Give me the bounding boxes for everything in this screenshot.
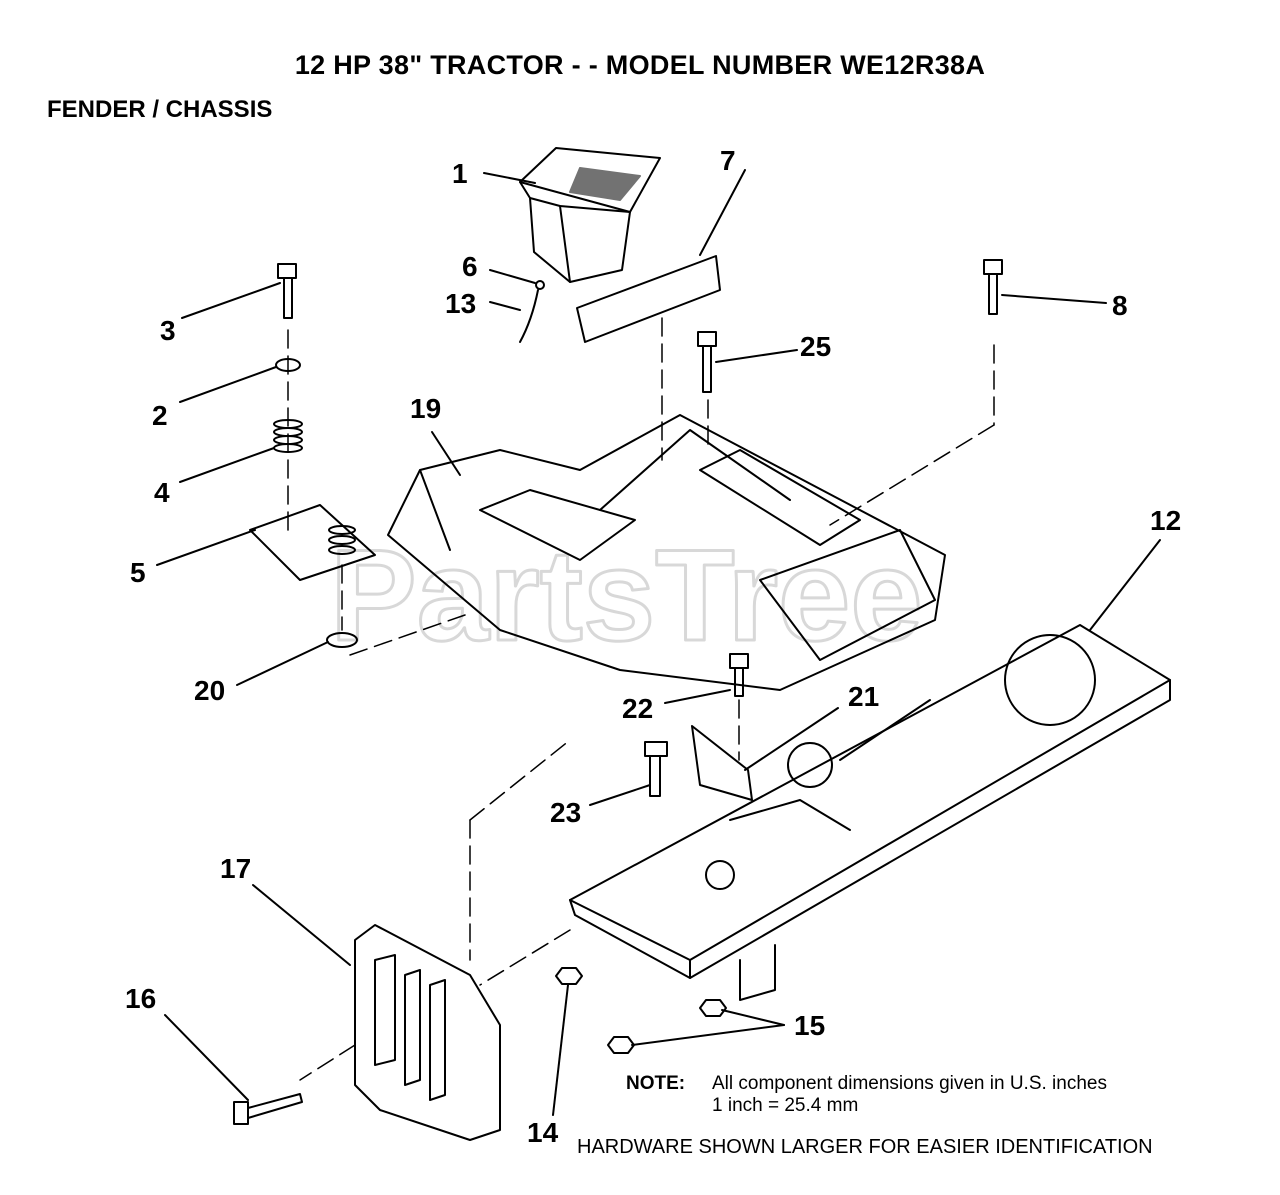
part-4-spring [273,419,356,555]
callout-21: 21 [848,681,879,712]
part-13-wire [519,289,539,343]
part-12-chassis [569,624,1171,1001]
note-line-1: All component dimensions given in U.S. i… [712,1073,1107,1094]
part-17-plate [354,924,501,1141]
callout-7: 7 [720,145,736,176]
hardware-note: HARDWARE SHOWN LARGER FOR EASIER IDENTIF… [577,1136,1153,1158]
diagram-subtitle: FENDER / CHASSIS [47,96,273,123]
part-6-clip [535,280,545,290]
diagram-title: 12 HP 38" TRACTOR - - MODEL NUMBER WE12R… [294,50,986,80]
part-7-cover [576,255,721,343]
bolt-3 [277,263,297,319]
bolt-8 [983,259,1003,315]
watermark: PartsTree [330,522,923,668]
callout-19: 19 [410,393,441,424]
nut-14 [555,967,583,985]
callout-13: 13 [445,288,476,319]
note-label: NOTE: [626,1073,686,1094]
callout-25: 25 [800,331,831,362]
callout-8: 8 [1112,290,1128,321]
callout-2: 2 [152,400,168,431]
assembly-lines [287,317,995,1081]
bolt-23 [644,741,668,797]
dimension-note: NOTE: All component dimensions given in U… [626,1073,1107,1117]
note-line-2: 1 inch = 25.4 mm [712,1095,859,1116]
bolt-16 [233,1093,303,1125]
part-5-bracket [249,504,376,581]
leader-lines [156,169,1161,1116]
part-1-tray [519,147,661,283]
callout-4: 4 [154,477,170,508]
callout-17: 17 [220,853,251,884]
callout-5: 5 [130,557,146,588]
callout-15: 15 [794,1010,825,1041]
callout-14: 14 [527,1117,559,1148]
nut-15a [699,999,727,1017]
callout-12: 12 [1150,505,1181,536]
part-21-bracket [691,725,753,801]
bolt-22 [729,653,749,697]
callout-22: 22 [622,693,653,724]
part-19-fender [387,414,946,691]
part-20-washer [326,632,358,648]
bolt-25 [697,331,717,393]
callout-16: 16 [125,983,156,1014]
callout-3: 3 [160,315,176,346]
nut-15b [607,1036,635,1054]
callout-6: 6 [462,251,478,282]
callout-20: 20 [194,675,225,706]
callout-23: 23 [550,797,581,828]
callout-1: 1 [452,158,468,189]
